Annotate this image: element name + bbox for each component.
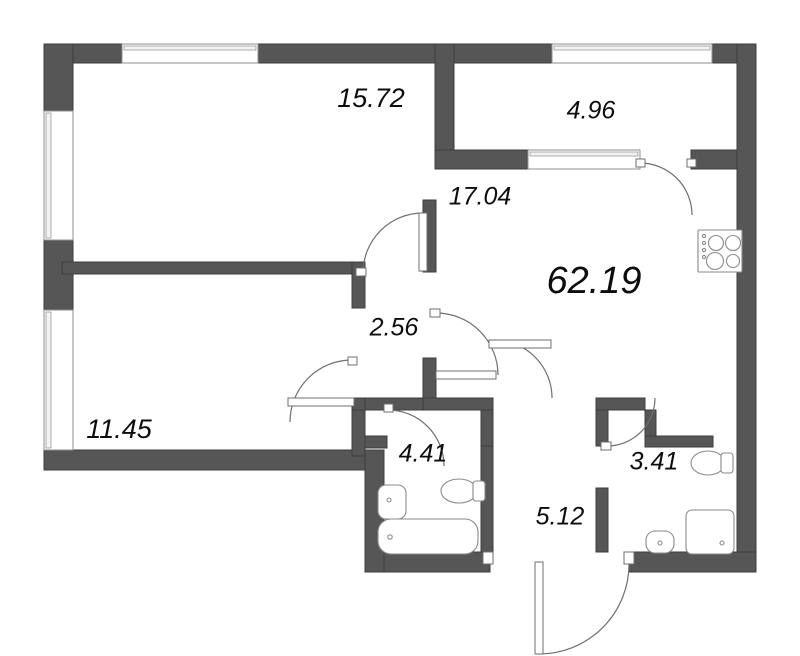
door-entrance[interactable] (482, 551, 635, 655)
wall-top-mid (453, 43, 553, 64)
door-bedroom-upper-left[interactable] (355, 212, 428, 277)
kitchen-stove (697, 229, 743, 273)
wall-balcony-bottom-right (690, 149, 738, 170)
bathroom-sink-main (377, 484, 407, 520)
wall-bathroom1-top-b (422, 397, 494, 411)
window-left-upper (43, 110, 74, 241)
doors-group (287, 158, 697, 655)
area-label-bedroom-2: 11.45 (86, 414, 153, 444)
shower-tray (685, 509, 735, 555)
area-labels-group: 15.72 4.96 17.04 62.19 2.56 11.45 4.41 5… (86, 83, 678, 530)
wall-balcony-bottom-left (434, 149, 529, 170)
window-top-left (121, 43, 259, 64)
door-bedroom-lower-left[interactable] (287, 356, 358, 423)
area-label-bathroom-2: 3.41 (630, 448, 679, 476)
area-label-hall: 5.12 (536, 503, 585, 531)
wall-top-left-b (257, 43, 455, 64)
area-label-corridor: 2.56 (369, 314, 419, 342)
window-left-lower (43, 309, 74, 451)
door-corridor-to-kitchen[interactable] (429, 308, 499, 380)
wall-bottom-left-room (43, 449, 385, 471)
windows-group (43, 43, 713, 451)
area-label-bathroom-1: 4.41 (399, 440, 448, 468)
area-label-balcony: 4.96 (567, 97, 616, 125)
wall-bathroom2-niche-h (644, 435, 714, 448)
window-top-right (551, 43, 713, 64)
fixtures-group (377, 229, 743, 555)
door-bathroom-second[interactable] (600, 397, 656, 451)
wall-bottom-b (628, 551, 757, 573)
wall-left-top-stub (43, 43, 74, 112)
wall-between-bedrooms (61, 261, 365, 275)
wall-bathroom1-top (364, 397, 424, 411)
bathroom-sink-second (645, 530, 675, 554)
wall-right-outer (736, 43, 757, 573)
door-hall-to-corridor[interactable] (488, 339, 553, 399)
wall-hall-bathroom2-low (595, 487, 609, 553)
wall-bathroom1-niche (364, 435, 388, 449)
area-label-total: 62.19 (546, 260, 641, 302)
wall-balcony-left (434, 43, 455, 161)
bathtub (377, 518, 479, 555)
window-balcony (527, 149, 641, 170)
wall-bathroom1-inner-stub (480, 409, 494, 447)
area-label-bedroom-1: 15.72 (337, 83, 405, 113)
toilet-second (690, 450, 734, 476)
area-label-kitchen-living: 17.04 (449, 183, 512, 211)
door-balcony[interactable] (635, 158, 697, 216)
toilet-main (440, 478, 486, 504)
wall-left-mid (43, 239, 74, 311)
wall-hall-top-right (595, 397, 646, 411)
wall-hall-bathroom2 (595, 409, 609, 447)
door-corridor-to-hall[interactable] (383, 403, 445, 467)
